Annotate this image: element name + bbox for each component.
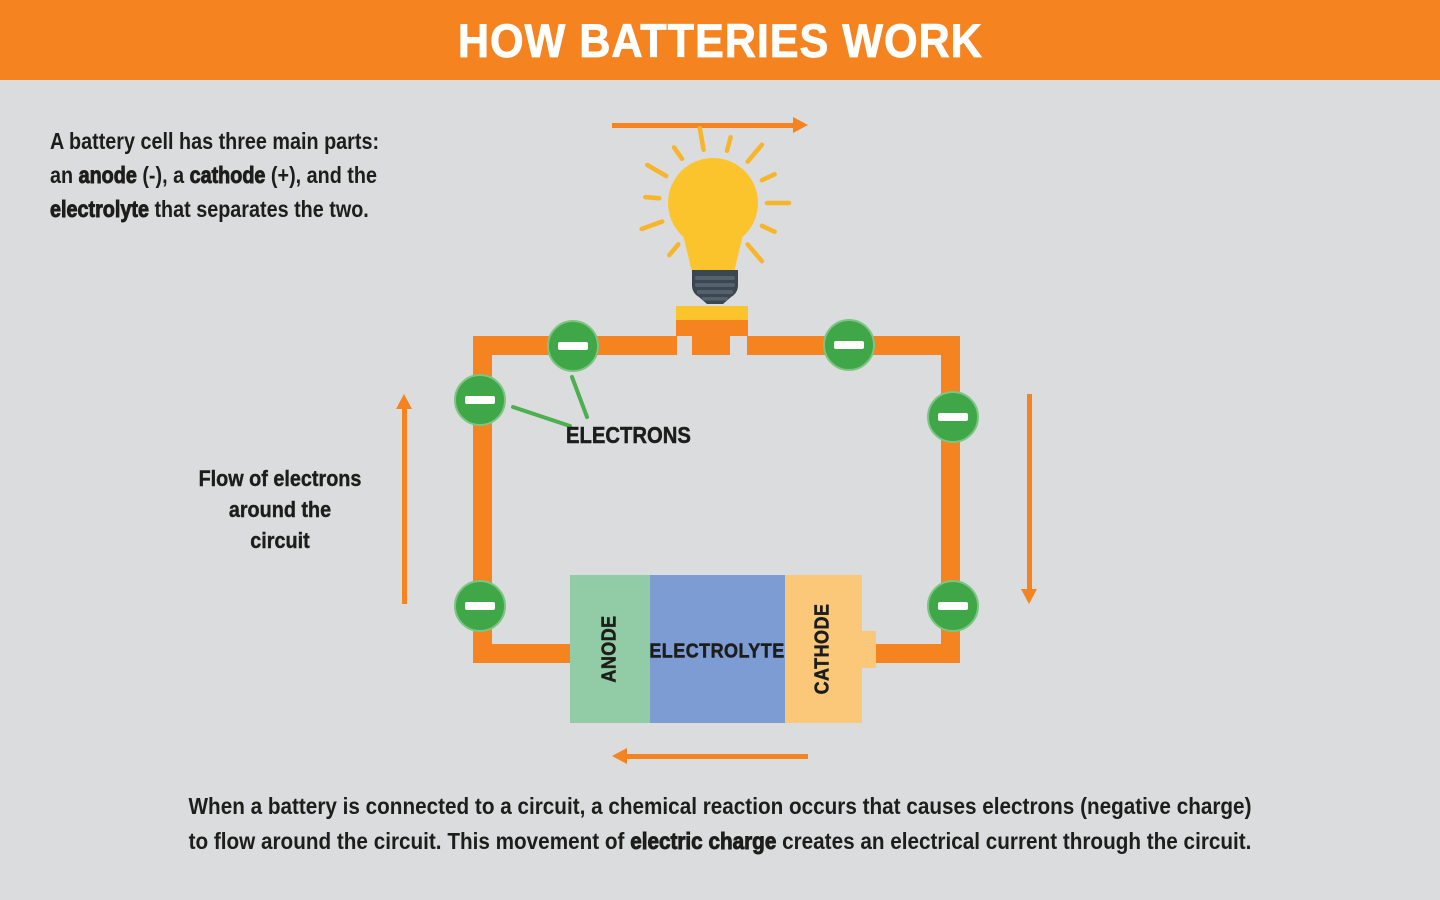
page-title: HOW BATTERIES WORK	[457, 13, 983, 67]
flow-arrow-right-icon	[1021, 394, 1037, 604]
minus-glyph	[938, 413, 968, 421]
arrow-head-right	[793, 117, 808, 133]
minus-glyph	[834, 341, 864, 349]
arrow-line	[612, 122, 793, 128]
screw-thread	[695, 283, 735, 287]
bulb-rays-icon	[639, 125, 792, 264]
anode-label: ANODE	[598, 615, 621, 683]
bulb-socket-yellow	[676, 306, 748, 320]
screw-thread	[695, 276, 735, 280]
flow-of-electrons-label: Flow of electrons around the circuit	[198, 466, 362, 553]
bulb-glass	[668, 158, 758, 248]
bulb-ray	[697, 125, 706, 153]
bulb-ray	[745, 242, 765, 264]
text-segment-electrolyte: electrolyte	[50, 196, 150, 223]
pointer-line	[511, 405, 572, 428]
arrow-head-down	[1021, 589, 1037, 604]
minus-glyph	[938, 602, 968, 610]
bulb-ray	[724, 135, 733, 154]
electron-minus-icon	[927, 580, 979, 632]
light-bulb-icon	[639, 125, 792, 304]
arrow-line	[627, 753, 808, 759]
electrolyte-label: ELECTROLYTE	[649, 640, 785, 663]
arrow-line	[1026, 394, 1032, 589]
bulb-ray	[759, 172, 777, 183]
text-segment: When a battery is connected to a circuit…	[188, 793, 1252, 854]
text-segment: creates an electrical current through th…	[776, 828, 1252, 854]
minus-glyph	[558, 342, 588, 350]
battery-terminal-nub	[862, 631, 876, 668]
bulb-ray	[644, 162, 669, 179]
flow-arrow-top-icon	[612, 117, 808, 133]
text-segment-anode: anode	[78, 162, 137, 189]
flow-arrow-bottom-icon	[612, 748, 808, 764]
arrow-head-up	[396, 394, 412, 409]
intro-text: A battery cell has three main parts: an …	[50, 124, 379, 226]
minus-glyph	[465, 396, 495, 404]
electrons-label: ELECTRONS	[566, 422, 691, 449]
electron-minus-icon	[823, 319, 875, 371]
pointer-line	[570, 375, 589, 419]
text-segment: A battery cell has three main parts: an	[50, 128, 380, 188]
cathode-label: CATHODE	[811, 603, 834, 695]
text-segment: (-), a	[136, 162, 190, 188]
electron-minus-icon	[454, 374, 506, 426]
minus-glyph	[465, 602, 495, 610]
electron-pointer-lines	[511, 375, 589, 428]
battery-cathode-section	[785, 575, 862, 723]
flow-arrow-left-icon	[396, 394, 412, 604]
text-segment-electric-charge: electric charge	[630, 828, 777, 855]
bulb-ray	[667, 242, 681, 258]
bulb-ray	[643, 194, 662, 201]
battery-electrolyte-section	[650, 575, 785, 723]
bulb-neck	[683, 235, 743, 272]
outro-text: When a battery is connected to a circuit…	[72, 789, 1368, 859]
bulb-ray	[639, 219, 665, 232]
arrow-line	[401, 409, 407, 604]
text-segment-cathode: cathode	[189, 162, 266, 189]
screw-thread	[702, 297, 728, 301]
screw-thread	[697, 290, 733, 294]
bulb-ray	[745, 142, 765, 164]
bulb-ray	[759, 223, 777, 234]
bulb-ray	[671, 145, 685, 162]
text-segment: (+), and the	[270, 162, 377, 188]
arrow-head-left	[612, 748, 627, 764]
circuit-wire-socket-tab	[692, 336, 730, 355]
battery-anode-section	[570, 575, 650, 723]
header-bar: HOW BATTERIES WORK	[0, 0, 1440, 80]
electron-minus-icon	[927, 391, 979, 443]
text-segment: that separates the two.	[148, 196, 369, 222]
electron-minus-icon	[547, 320, 599, 372]
electron-minus-icon	[454, 580, 506, 632]
bulb-socket-orange	[676, 320, 748, 336]
